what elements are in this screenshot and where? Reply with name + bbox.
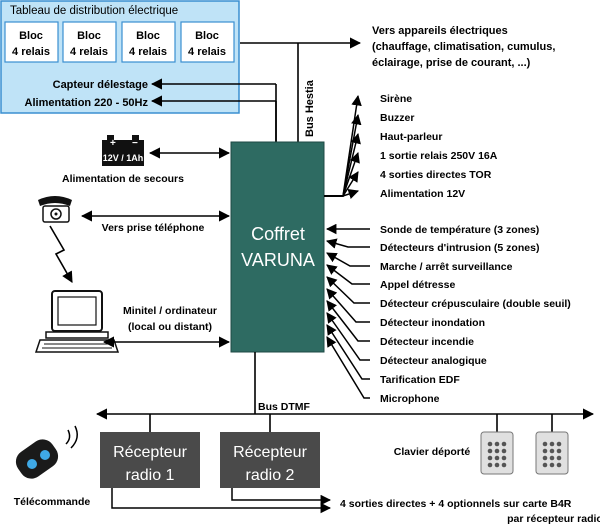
appareils-line1: Vers appareils électriques bbox=[372, 25, 508, 37]
arrow-input-2 bbox=[325, 238, 370, 249]
bloc-4-line1: Bloc bbox=[195, 30, 219, 42]
lightning-icon bbox=[49, 225, 73, 283]
input-label-1: Sonde de température (3 zones) bbox=[380, 224, 539, 236]
input-label-7: Détecteur incendie bbox=[380, 336, 474, 348]
input-label-10: Microphone bbox=[380, 393, 440, 405]
coffret-varuna: Coffret VARUNA bbox=[230, 141, 325, 353]
sorties-b4r-line1: 4 sorties directes + 4 optionnels sur ca… bbox=[340, 498, 572, 510]
battery-plus: + bbox=[110, 138, 116, 149]
bloc-relais-3: Bloc 4 relais bbox=[121, 21, 176, 63]
appareils-line3: éclairage, prise de courant, ...) bbox=[372, 57, 531, 69]
minitel-line1: Minitel / ordinateur bbox=[123, 305, 217, 317]
battery-icon: + − 12V / 1Ah bbox=[102, 135, 144, 166]
input-label-9: Tarification EDF bbox=[380, 374, 460, 386]
arrow-input-6 bbox=[326, 288, 370, 323]
arrow-input-7 bbox=[326, 300, 370, 342]
bloc-relais-4: Bloc 4 relais bbox=[180, 21, 235, 63]
bus-hestia-label: Bus Hestia bbox=[304, 79, 316, 137]
arrow-input-5 bbox=[326, 276, 370, 304]
output-label-4: 1 sortie relais 250V 16A bbox=[380, 150, 498, 162]
prise-telephone-label: Vers prise téléphone bbox=[102, 222, 205, 234]
computer-icon bbox=[34, 290, 120, 353]
bloc-3-line2: 4 relais bbox=[129, 46, 167, 58]
bloc-1-line1: Bloc bbox=[19, 30, 43, 42]
bloc-relais-2: Bloc 4 relais bbox=[62, 21, 117, 63]
coffret-line2: VARUNA bbox=[241, 250, 315, 270]
input-label-5: Détecteur crépusculaire (double seuil) bbox=[380, 298, 571, 310]
sorties-b4r-line2: par récepteur radio bbox=[507, 513, 600, 525]
arrow-b4r-2 bbox=[231, 488, 332, 506]
appareils-line2: (chauffage, climatisation, cumulus, bbox=[372, 41, 555, 53]
bloc-2-line2: 4 relais bbox=[70, 46, 108, 58]
input-label-3: Marche / arrêt surveillance bbox=[380, 261, 513, 273]
arrow-input-8 bbox=[326, 312, 370, 361]
input-label-6: Détecteur inondation bbox=[380, 317, 485, 329]
clavier-label: Clavier déporté bbox=[394, 446, 471, 458]
output-label-3: Haut-parleur bbox=[380, 131, 442, 143]
remote-control-icon bbox=[15, 425, 78, 479]
input-label-2: Détecteurs d'intrusion (5 zones) bbox=[380, 242, 539, 254]
bus-dtmf-label: Bus DTMF bbox=[258, 401, 310, 413]
input-label-8: Détecteur analogique bbox=[380, 355, 487, 367]
arrow-input-10 bbox=[326, 336, 370, 399]
input-label-4: Appel détresse bbox=[380, 279, 455, 291]
telecommande-label: Télécommande bbox=[14, 496, 91, 508]
recepteur-1-line2: radio 1 bbox=[126, 467, 175, 484]
bloc-4-line2: 4 relais bbox=[188, 46, 226, 58]
arrow-output-6 bbox=[324, 189, 359, 199]
battery-label: 12V / 1Ah bbox=[103, 153, 144, 163]
recepteur-radio-1: Récepteur radio 1 bbox=[100, 432, 200, 488]
arrow-input-3 bbox=[326, 252, 370, 267]
arrow-input-9 bbox=[326, 324, 370, 380]
output-label-5: 4 sorties directes TOR bbox=[380, 169, 492, 181]
alim-secours-label: Alimentation de secours bbox=[62, 173, 184, 185]
minitel-line2: (local ou distant) bbox=[128, 321, 212, 333]
output-label-2: Buzzer bbox=[380, 112, 414, 124]
keypad-icon-1 bbox=[480, 431, 514, 475]
output-label-6: Alimentation 12V bbox=[380, 188, 465, 200]
alimentation-220-label: Alimentation 220 - 50Hz bbox=[25, 97, 149, 109]
output-label-1: Sirène bbox=[380, 93, 412, 105]
coffret-line1: Coffret bbox=[251, 224, 305, 244]
keypad-icon-2 bbox=[535, 431, 569, 475]
recepteur-1-line1: Récepteur bbox=[113, 444, 187, 461]
recepteur-2-line1: Récepteur bbox=[233, 444, 307, 461]
recepteur-2-line2: radio 2 bbox=[246, 467, 295, 484]
panel-title: Tableau de distribution électrique bbox=[10, 5, 178, 17]
battery-minus: − bbox=[132, 138, 138, 149]
bloc-2-line1: Bloc bbox=[77, 30, 101, 42]
arrow-input-4 bbox=[326, 264, 370, 285]
outputs-group bbox=[324, 94, 362, 199]
recepteur-radio-2: Récepteur radio 2 bbox=[220, 432, 320, 488]
arrow-output-4 bbox=[324, 152, 360, 197]
bloc-relais-1: Bloc 4 relais bbox=[4, 21, 59, 63]
arrow-b4r-1 bbox=[111, 488, 332, 514]
bloc-3-line1: Bloc bbox=[136, 30, 160, 42]
capteur-delestage-label: Capteur délestage bbox=[53, 79, 148, 91]
bloc-1-line2: 4 relais bbox=[12, 46, 50, 58]
inputs-group bbox=[325, 223, 370, 399]
telephone-icon bbox=[38, 196, 72, 223]
